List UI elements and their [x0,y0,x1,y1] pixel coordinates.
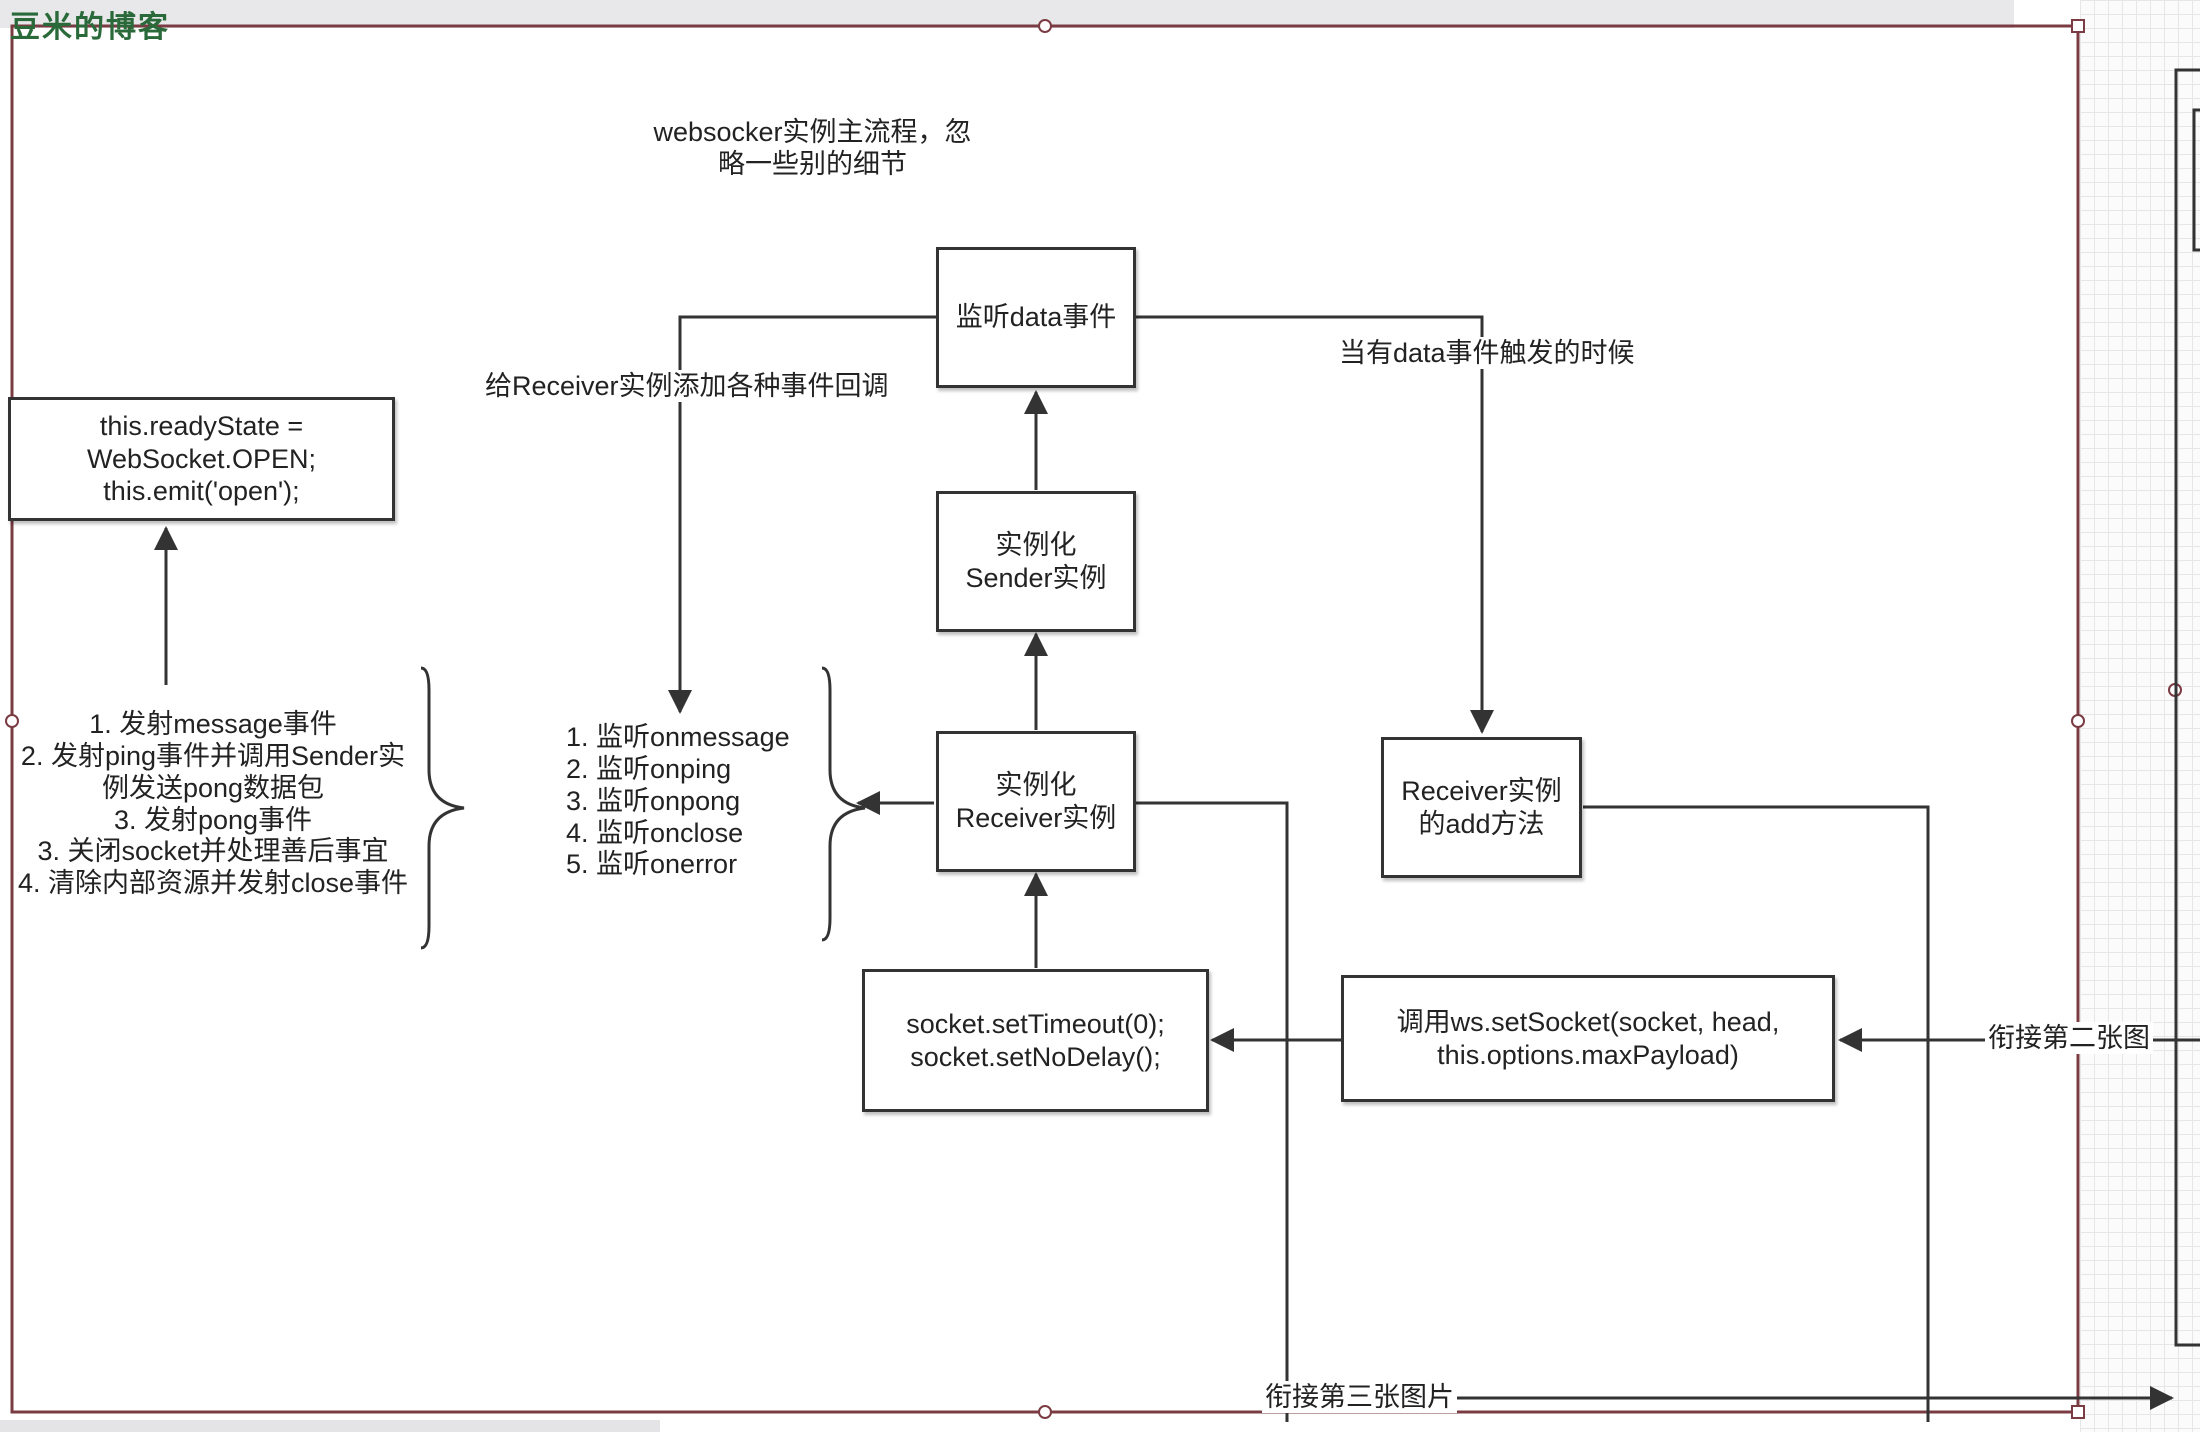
blog-watermark: 豆米的博客 [10,10,170,45]
edge-receiver-down [1135,801,1289,1422]
events-list: 1. 发射message事件 2. 发射ping事件并调用Sender实 例发送… [17,709,409,899]
node-socket-settings[interactable]: socket.setTimeout(0); socket.setNoDelay(… [862,969,1209,1112]
node-set-socket[interactable]: 调用ws.setSocket(socket, head, this.option… [1341,975,1835,1102]
canvas-grid-background [2080,0,2200,1432]
diagram-title: websocker实例主流程，忽 略一些别的细节 [653,117,972,180]
bottom-scrollbar-strip[interactable] [0,1420,660,1432]
node-receiver-add[interactable]: Receiver实例 的add方法 [1381,737,1582,878]
connectors [154,315,2200,1422]
brace-events [420,666,465,950]
curly-braces [420,666,866,950]
brace-listeners [821,666,866,942]
edge-receiver-add-down [1583,805,1930,1422]
top-toolbar-strip [0,0,2014,28]
edge-listen-to-listeners [668,315,936,714]
node-instantiate-receiver[interactable]: 实例化 Receiver实例 [936,731,1136,872]
node-listen-data[interactable]: 监听data事件 [936,247,1136,388]
listeners-list: 1. 监听onmessage 2. 监听onping 3. 监听onpong 4… [566,722,790,880]
offscreen-shape-right [2174,68,2200,1347]
edge-label-link-second: 衔接第二张图 [1985,1022,2153,1055]
node-instantiate-sender[interactable]: 实例化 Sender实例 [936,491,1136,632]
edge-label-on-data: 当有data事件触发的时候 [1336,337,1638,370]
node-open-state[interactable]: this.readyState = WebSocket.OPEN; this.e… [8,397,395,521]
edge-label-add-callbacks: 给Receiver实例添加各种事件回调 [482,370,892,403]
edge-label-link-third: 衔接第三张图片 [1262,1381,1457,1414]
edge-listen-to-receiver-add [1135,315,1494,734]
